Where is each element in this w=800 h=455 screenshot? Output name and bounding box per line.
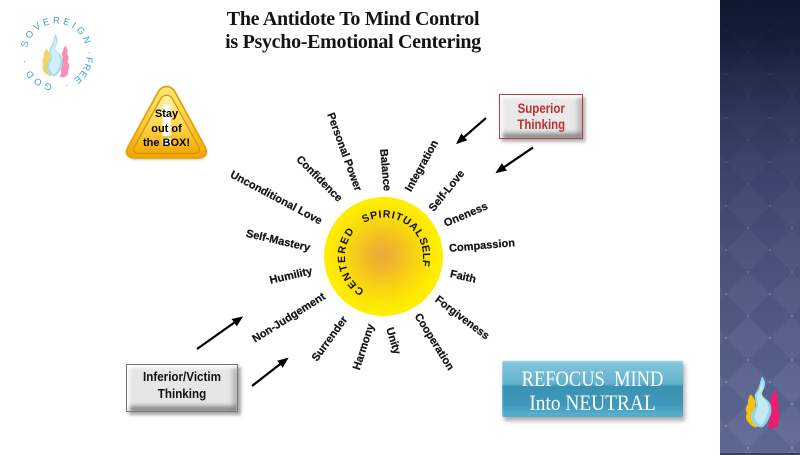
svg-text:·: · [19,59,30,64]
svg-text:FREE: FREE [71,56,94,86]
svg-text:·: · [64,79,71,90]
svg-text:SPIRITUAL: SPIRITUAL [360,208,426,240]
svg-text:·: · [84,51,95,54]
svg-text:SELF: SELF [416,236,432,268]
svg-text:CENTERED: CENTERED [336,225,366,298]
